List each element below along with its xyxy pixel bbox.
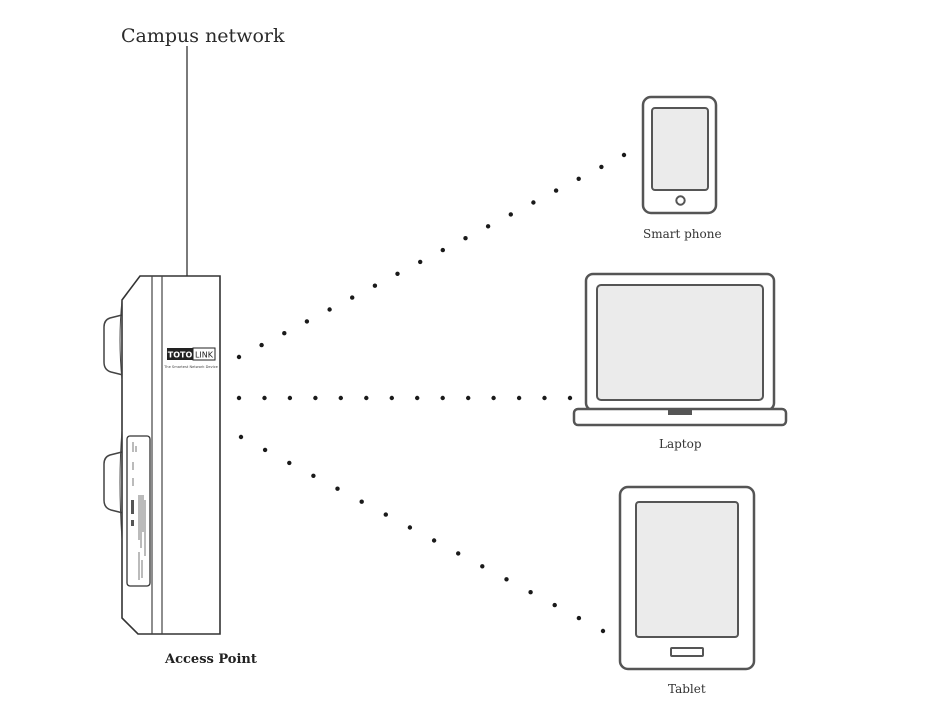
link-dot — [327, 307, 332, 312]
link-dot — [407, 525, 413, 530]
link-to-smart-phone — [236, 152, 627, 360]
link-dot — [491, 395, 496, 401]
smart-phone-label: Smart phone — [643, 227, 722, 241]
link-dot — [262, 395, 267, 401]
link-dot — [338, 395, 343, 401]
link-dot — [456, 551, 461, 556]
link-dot — [466, 395, 471, 401]
link-dot — [372, 283, 378, 288]
link-dot — [485, 224, 491, 229]
link-dot — [531, 200, 536, 205]
link-dot — [567, 395, 573, 401]
link-dot — [553, 188, 559, 193]
link-dot — [576, 176, 581, 181]
link-dot — [431, 538, 437, 543]
link-dot — [528, 590, 533, 595]
tablet-icon — [618, 485, 756, 671]
link-dot — [236, 354, 242, 360]
link-dot — [359, 499, 364, 504]
link-dot — [621, 152, 627, 158]
tablet-label: Tablet — [668, 682, 706, 696]
link-dot — [480, 564, 485, 569]
link-dot — [600, 628, 606, 634]
link-dot — [440, 247, 445, 253]
laptop-label: Laptop — [659, 437, 702, 451]
link-dot — [552, 602, 557, 608]
campus-network-label: Campus network — [121, 25, 285, 47]
link-dot — [236, 395, 242, 401]
device-label-panel — [126, 435, 151, 587]
link-dot — [282, 331, 287, 336]
link-dot — [599, 164, 604, 170]
access-point-icon: TOTO LINK The Smartest Network Device — [103, 275, 221, 635]
link-dot — [311, 473, 316, 478]
link-dot — [364, 395, 369, 401]
link-dot — [440, 395, 445, 401]
brand-logo-right — [192, 347, 216, 361]
link-dot — [395, 271, 400, 276]
link-dot — [313, 395, 318, 401]
link-dot — [335, 486, 340, 491]
link-dot — [415, 395, 420, 401]
link-dot — [508, 212, 513, 217]
link-dot — [504, 577, 509, 582]
smart-phone-icon — [641, 95, 718, 215]
brand-logo-left-text: TOTO — [168, 351, 193, 360]
brand-logo-right-text: LINK — [195, 351, 214, 360]
link-dot — [287, 395, 293, 401]
link-to-laptop — [236, 395, 573, 401]
brand-tagline: The Smartest Network Device — [163, 365, 219, 369]
brand-logo-left — [167, 348, 193, 360]
link-dot — [304, 319, 310, 324]
access-point-label: Access Point — [165, 652, 257, 667]
link-dot — [383, 512, 388, 517]
link-dot — [238, 434, 244, 440]
wireless-links — [236, 152, 627, 634]
link-dot — [418, 259, 423, 265]
laptop-icon — [572, 272, 788, 427]
link-dot — [350, 295, 355, 300]
link-dot — [259, 342, 264, 348]
link-dot — [389, 395, 394, 401]
link-dot — [463, 236, 468, 241]
link-dot — [516, 395, 522, 401]
link-dot — [576, 615, 582, 621]
link-dot — [262, 447, 268, 453]
link-to-tablet — [238, 434, 606, 634]
link-dot — [287, 460, 292, 466]
link-dot — [542, 395, 547, 401]
